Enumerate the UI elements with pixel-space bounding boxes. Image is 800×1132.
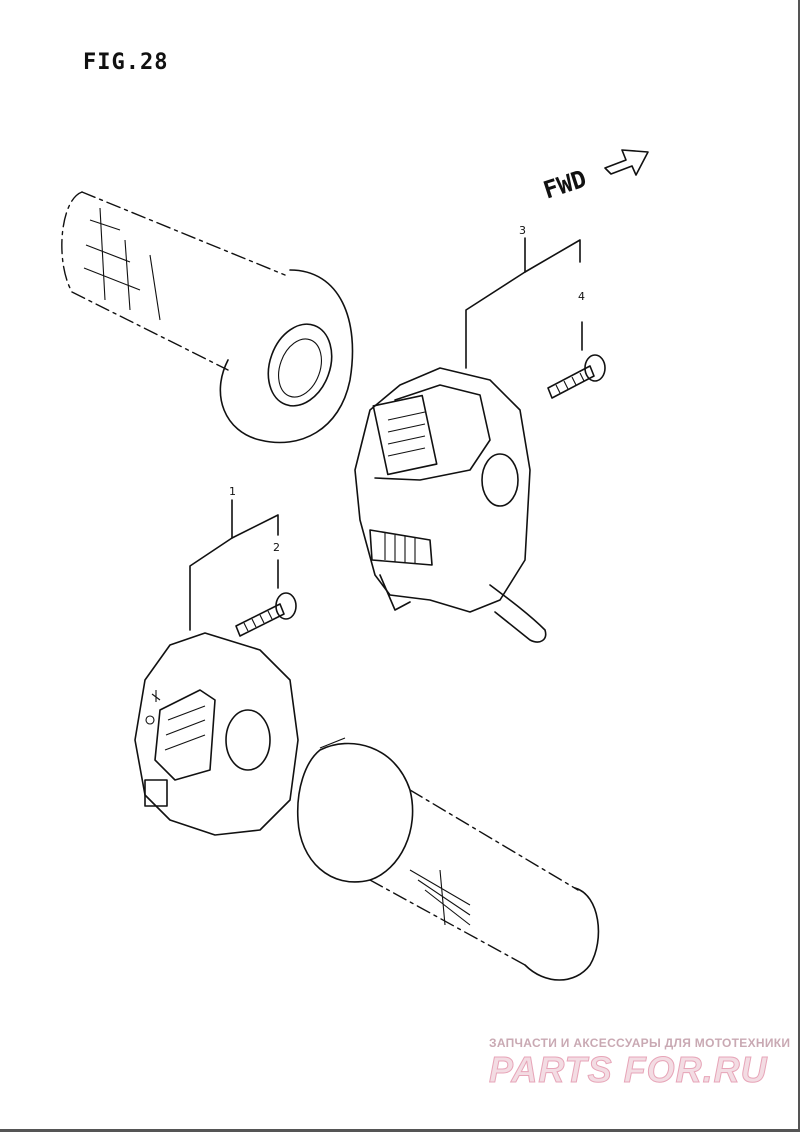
left-grip: [61, 191, 354, 444]
leader-3b: [524, 239, 581, 273]
callout-2: 2: [273, 541, 280, 554]
right-grip: [296, 737, 600, 981]
leader-1: [189, 499, 233, 631]
left-switch-housing: [134, 632, 299, 836]
leader-3: [465, 237, 526, 369]
watermark-brand: PARTS FOR.RU: [489, 1049, 768, 1091]
right-switch-housing: [354, 367, 547, 643]
callout-3: 3: [519, 224, 526, 237]
callout-4: 4: [578, 290, 585, 303]
leader-1b: [231, 514, 279, 539]
fwd-arrow-icon: [604, 149, 649, 176]
frame-bottom: [0, 1129, 800, 1132]
screw-4: [547, 321, 606, 399]
watermark-subtitle: ЗАПЧАСТИ И АКСЕССУАРЫ ДЛЯ МОТОТЕХНИКИ: [489, 1036, 791, 1050]
frame-right: [798, 0, 800, 1132]
screw-2: [235, 559, 297, 637]
callout-1: 1: [229, 485, 236, 498]
figure-title: FIG.28: [83, 50, 169, 75]
